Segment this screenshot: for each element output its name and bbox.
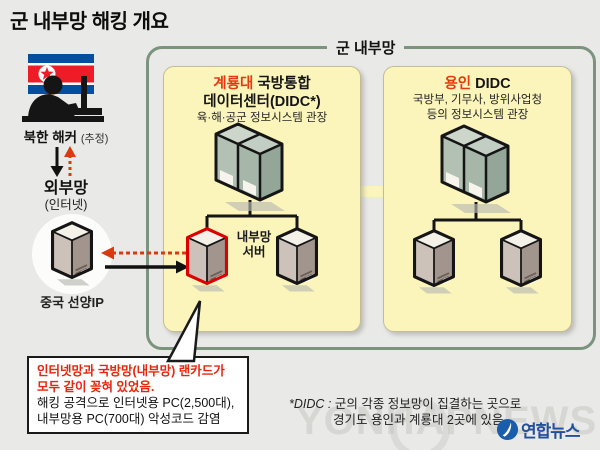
page-title: 군 내부망 해킹 개요 xyxy=(10,11,169,33)
compromised-intranet-server-icon xyxy=(184,226,230,295)
person-at-computer-silhouette xyxy=(22,75,104,122)
box-connector-bridge xyxy=(356,186,386,197)
callout-black-line2: 내부망용 PC(700대) 악성코드 감염 xyxy=(37,412,221,426)
didc-gyeryongdae-header: 계룡대 국방통합 데이터센터(DIDC*) 육·해·공군 정보시스템 관장 xyxy=(164,75,360,126)
yonhap-news-logo: 연합뉴스 xyxy=(496,417,581,442)
intranet-frame-label: 군 내부망 xyxy=(327,37,405,58)
callout-black-line1: 해킹 공격으로 인터넷용 PC(2,500대), xyxy=(37,396,235,410)
yongin-server-right-icon xyxy=(498,228,544,297)
external-network-sub: (인터넷) xyxy=(44,198,88,212)
yonhap-logo-icon xyxy=(496,418,519,441)
attacker-qualifier: (추정) xyxy=(80,133,109,145)
response-up-arrow xyxy=(64,146,76,176)
didc-description-line2: 등의 정보시스템 관장 xyxy=(426,109,529,121)
didc-location: 계룡대 xyxy=(213,76,254,92)
yonhap-logo-text: 연합뉴스 xyxy=(521,422,581,441)
didc-description-line1: 국방부, 기무사, 방위사업청 xyxy=(412,94,543,106)
didc-yongin-header: 용인 DIDC 국방부, 기무사, 방위사업청 등의 정보시스템 관장 xyxy=(384,75,571,123)
callout-red-line1: 인터넷망과 국방망(내부망) 랜카드가 xyxy=(37,364,225,378)
footnote-prefix: *DIDC : xyxy=(289,397,335,411)
didc-title: 국방통합 xyxy=(257,76,311,92)
footnote-line2: 경기도 용인과 계룡대 2곳에 있음 xyxy=(333,413,504,427)
callout-red-line2: 모두 같이 꽂혀 있었음. xyxy=(37,380,155,394)
didc-yongin-mainframe-icon xyxy=(431,120,521,218)
didc-title-line2: 데이터센터(DIDC*) xyxy=(203,94,321,110)
yongin-server-left-icon xyxy=(411,228,457,297)
didc-description: 육·해·공군 정보시스템 관장 xyxy=(196,112,328,124)
china-ip-label: 중국 선양IP xyxy=(40,295,104,310)
watermark-text: YONHAPNEWS xyxy=(296,399,598,443)
attack-down-arrow xyxy=(50,147,64,177)
didc-gyeryongdae-mainframe-icon xyxy=(205,118,295,216)
callout-box: 인터넷망과 국방망(내부망) 랜카드가 모두 같이 꽂혀 있었음. 해킹 공격으… xyxy=(27,356,249,434)
attacker-label: 북한 해커 (추정) xyxy=(2,126,130,146)
intranet-server-label: 내부망 서버 xyxy=(236,230,272,259)
hacker-icon xyxy=(22,54,104,122)
china-ip-server-icon xyxy=(49,220,95,289)
didc-title: DIDC xyxy=(475,76,511,92)
watermark-circle xyxy=(390,399,450,450)
external-network-name: 외부망 xyxy=(43,180,89,197)
didc-footnote: *DIDC : 군의 각종 정보망이 집결하는 곳으로 경기도 용인과 계룡대 … xyxy=(289,396,589,428)
didc-location: 용인 xyxy=(444,76,472,92)
footnote-line1: 군의 각종 정보망이 집결하는 곳으로 xyxy=(334,397,522,411)
attacker-name: 북한 해커 xyxy=(23,130,78,145)
external-network-label: 외부망 (인터넷) xyxy=(2,180,130,213)
